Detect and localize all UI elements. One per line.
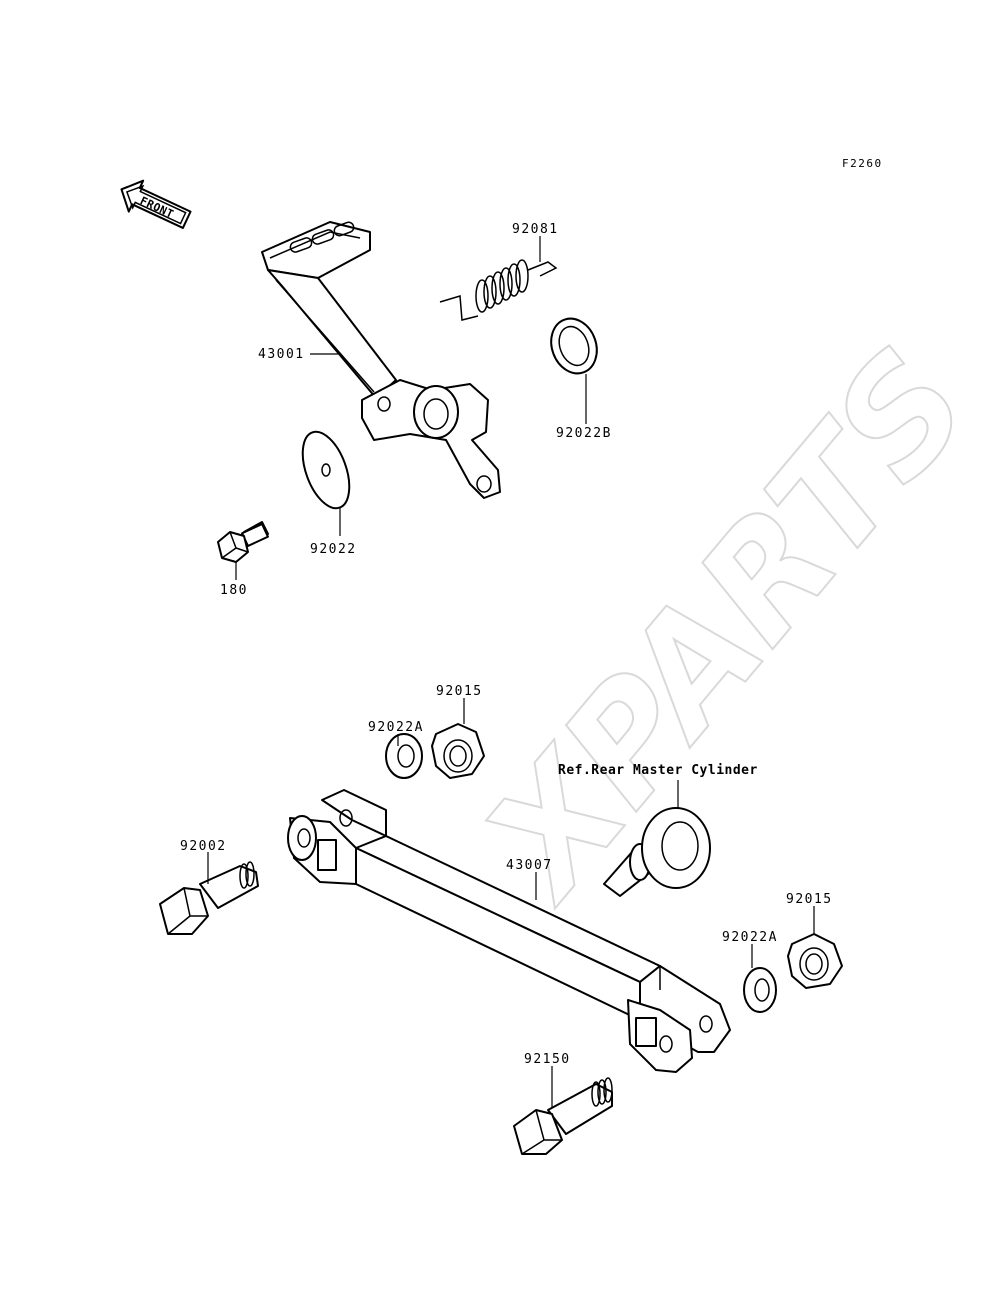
- callout-92081: 92081: [512, 222, 559, 237]
- reference-note: Ref.Rear Master Cylinder: [558, 763, 758, 778]
- callout-92022: 92022: [310, 542, 357, 557]
- callout-92015-right: 92015: [786, 892, 833, 907]
- front-arrow-icon: FRONT: [120, 179, 192, 229]
- bolt-92150: [513, 1077, 613, 1155]
- callout-92002: 92002: [180, 839, 227, 854]
- callout-92022a-top: 92022A: [368, 720, 424, 735]
- callout-180: 180: [220, 583, 248, 598]
- washer-92022a-top: [385, 733, 423, 779]
- washer-92022b: [550, 317, 598, 375]
- callout-92022a-right: 92022A: [722, 930, 778, 945]
- master-cylinder-eyelet: [603, 807, 711, 897]
- nut-92015-top: [431, 723, 485, 779]
- callout-92015-top: 92015: [436, 684, 483, 699]
- washer-92022a-right: [743, 967, 777, 1013]
- bolt-180: [217, 521, 269, 563]
- brake-pedal: [261, 221, 501, 499]
- callout-92150: 92150: [524, 1052, 571, 1067]
- watermark: XPARTS: [449, 318, 1000, 932]
- callout-43007: 43007: [506, 858, 553, 873]
- bolt-92002: [159, 861, 259, 935]
- callout-43001: 43001: [258, 347, 305, 362]
- callout-92022b: 92022B: [556, 426, 612, 441]
- brake-rod-43007: [287, 789, 731, 1073]
- figure-code: F2260: [842, 157, 883, 170]
- return-spring: [439, 259, 558, 321]
- washer-92022: [301, 430, 351, 510]
- nut-92015-right: [787, 933, 843, 989]
